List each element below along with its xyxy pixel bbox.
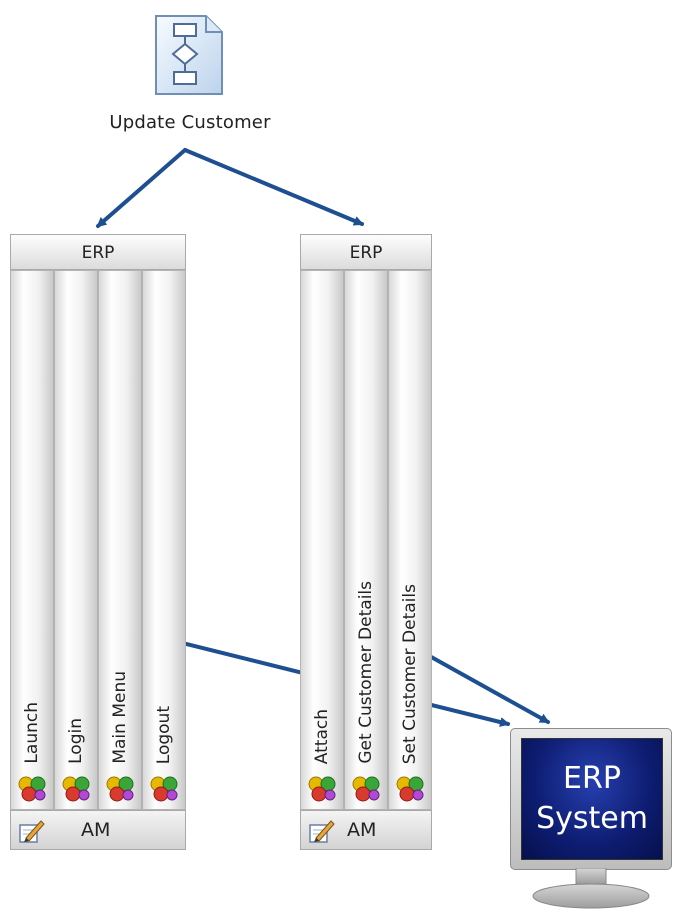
monitor-screen: ERP System — [521, 738, 663, 860]
component-balls-icon — [396, 776, 424, 802]
component-label: Main Menu — [110, 671, 130, 764]
component-balls-icon — [62, 776, 90, 802]
system-label-line2: System — [536, 801, 648, 836]
erp-system-monitor-icon[interactable]: ERP System — [510, 728, 676, 910]
process-label: Update Customer — [109, 112, 271, 133]
component-balls-icon — [352, 776, 380, 802]
module-erp-1[interactable]: ERP Launch Login Main Menu Logout — [10, 234, 186, 850]
component-label: Get Customer Details — [356, 581, 376, 764]
module-erp-2[interactable]: ERP Attach Get Customer Details Set Cust… — [300, 234, 432, 850]
module-footer-label: AM — [347, 819, 377, 841]
module-footer-am[interactable]: AM — [10, 810, 186, 850]
arrow-process-to-module-1 — [96, 148, 187, 228]
edit-pencil-icon — [309, 820, 335, 843]
system-label-line1: ERP — [563, 761, 621, 796]
component-label: Set Customer Details — [400, 583, 420, 764]
monitor-frame: ERP System — [510, 728, 672, 870]
component-logout[interactable]: Logout — [142, 270, 186, 810]
component-balls-icon — [308, 776, 336, 802]
monitor-stand — [532, 868, 650, 909]
component-balls-icon — [106, 776, 134, 802]
flowchart-document-icon[interactable] — [150, 12, 228, 98]
component-login[interactable]: Login — [54, 270, 98, 810]
component-balls-icon — [18, 776, 46, 802]
edit-pencil-icon — [19, 820, 45, 843]
component-balls-icon — [150, 776, 178, 802]
component-get-customer-details[interactable]: Get Customer Details — [344, 270, 388, 810]
component-label: Login — [66, 718, 86, 764]
component-label: Attach — [312, 708, 332, 764]
component-launch[interactable]: Launch — [10, 270, 54, 810]
component-label: Logout — [154, 705, 174, 764]
module-header: ERP — [300, 234, 432, 270]
module-footer-label: AM — [81, 819, 111, 841]
component-label: Launch — [22, 702, 42, 764]
component-attach[interactable]: Attach — [300, 270, 344, 810]
component-set-customer-details[interactable]: Set Customer Details — [388, 270, 432, 810]
module-footer-am[interactable]: AM — [300, 810, 432, 850]
component-main-menu[interactable]: Main Menu — [98, 270, 142, 810]
arrow-process-to-module-2 — [183, 148, 364, 226]
module-header: ERP — [10, 234, 186, 270]
